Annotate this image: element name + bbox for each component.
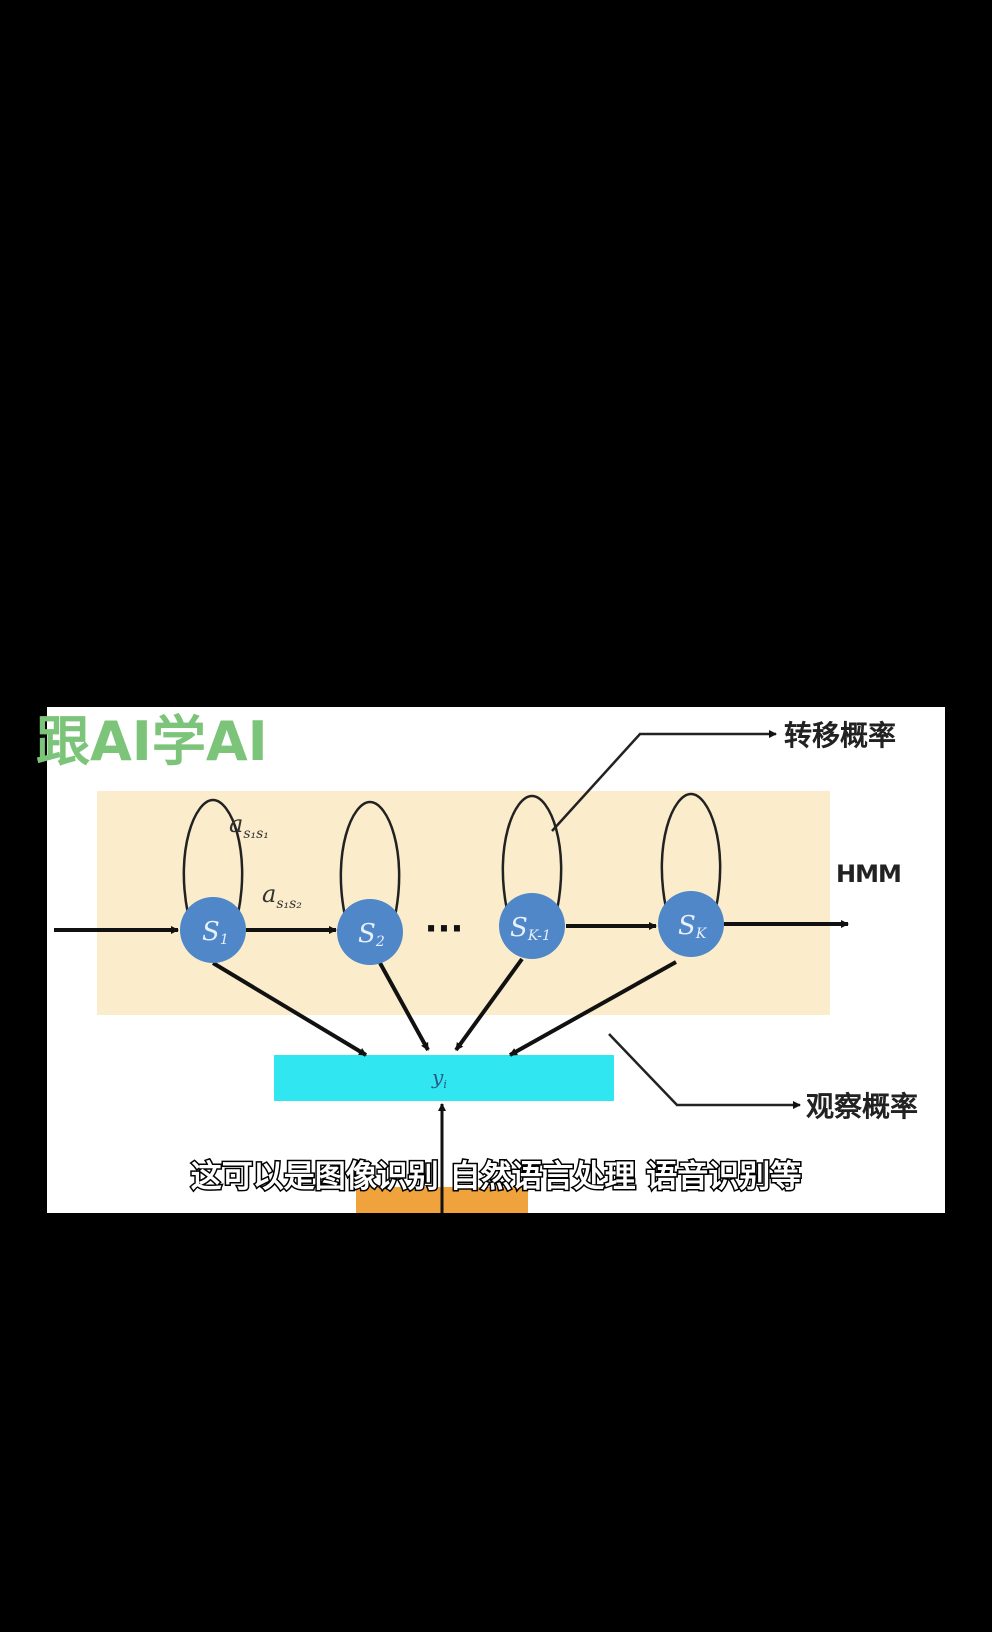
emission-arrow-k (509, 960, 677, 1057)
state-label-1: S1 (202, 917, 229, 948)
observation-leader-line (608, 1033, 801, 1109)
self-loop-k (660, 792, 722, 909)
ellipsis: ··· (425, 909, 464, 949)
state-label-k1: SK-1 (510, 913, 551, 944)
observation-label: yi (431, 1065, 447, 1091)
hmm-label: HMM (836, 860, 901, 888)
self-loop-2 (339, 800, 401, 917)
transition-leader-line (551, 730, 777, 832)
transition-prob-label: 转移概率 (784, 719, 896, 752)
self-transition-label: as₁s₁ (229, 810, 269, 842)
emission-arrow-1 (211, 961, 368, 1057)
transition-label: as₁s₂ (262, 880, 302, 912)
state-label-k: SK (678, 911, 708, 942)
subtitle-caption: 这可以是图像识别 自然语言处理 语音识别等 (191, 1159, 802, 1195)
emission-arrow-k1 (454, 957, 524, 1052)
observation-box (274, 1055, 614, 1101)
self-loop-1 (182, 798, 244, 915)
self-loop-k1 (501, 794, 563, 911)
state-node-k1 (499, 893, 565, 959)
observation-prob-label: 观察概率 (806, 1090, 918, 1123)
state-nodes (180, 891, 724, 965)
state-node-1 (180, 897, 246, 963)
state-label-2: S2 (358, 919, 385, 950)
emission-arrow-2 (378, 962, 430, 1051)
watermark-logo: 跟AI学AI (36, 710, 268, 773)
state-node-2 (337, 899, 403, 965)
state-node-k (658, 891, 724, 957)
